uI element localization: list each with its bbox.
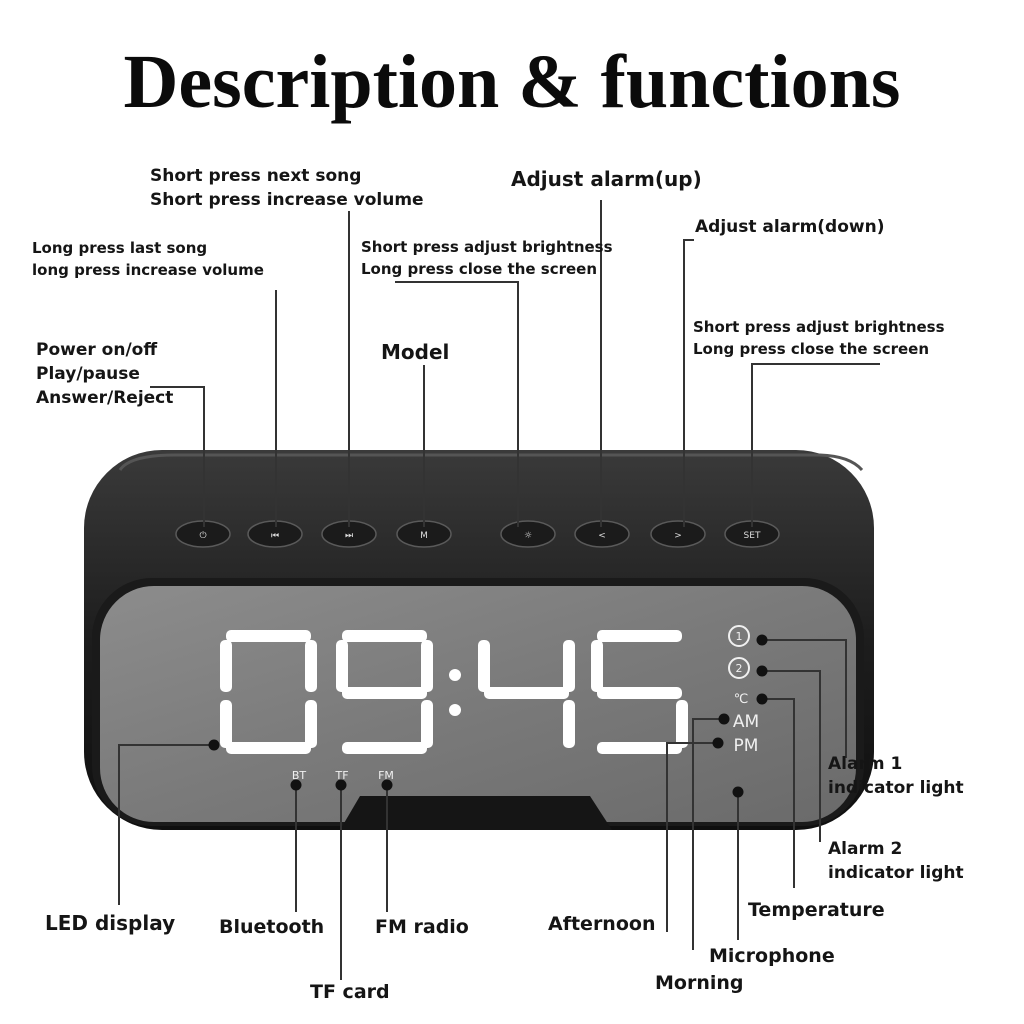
- digit-4: [478, 640, 575, 748]
- pm-indicator: PM: [734, 736, 759, 756]
- brightness-button[interactable]: ☼: [500, 520, 556, 548]
- leader-lines: [118, 200, 880, 980]
- fm-radio-label: FM radio: [375, 916, 469, 938]
- power-icon: ⏻: [199, 530, 206, 541]
- brightness-icon: ☼: [524, 531, 532, 541]
- next-song-label: Short press next song Short press increa…: [150, 166, 424, 210]
- prev-icon: ⏮: [271, 531, 279, 541]
- alarm-up-button[interactable]: <: [574, 520, 630, 548]
- chevron-right-icon: >: [674, 531, 682, 541]
- morning-label: Morning: [655, 972, 744, 994]
- temperature-label: Temperature: [748, 899, 885, 921]
- mode-label: M: [420, 531, 428, 541]
- afternoon-label: Afternoon: [548, 913, 656, 935]
- alarm2-icon: 2: [728, 657, 750, 679]
- leader-dots: [208, 634, 768, 798]
- tf-card-label: TF card: [310, 981, 390, 1003]
- brightness-right-label: Short press adjust brightness Long press…: [693, 318, 945, 358]
- microphone-label: Microphone: [709, 945, 835, 967]
- page-title: Description & functions: [123, 40, 901, 124]
- alarm-up-label: Adjust alarm(up): [511, 167, 702, 191]
- next-icon: ⏭: [345, 531, 353, 541]
- chevron-left-icon: <: [598, 531, 606, 541]
- power-label: Power on/off Play/pause Answer/Reject: [36, 340, 174, 408]
- svg-text:1: 1: [736, 630, 743, 643]
- alarm2-label: Alarm 2 indicator light: [828, 839, 964, 883]
- fm-indicator: FM: [378, 769, 394, 782]
- colon-bottom: [449, 704, 461, 716]
- tf-indicator: TF: [334, 769, 348, 782]
- colon-top: [449, 669, 461, 681]
- digit-9: [336, 630, 433, 754]
- alarm1-icon: 1: [728, 625, 750, 647]
- bt-indicator: BT: [292, 769, 307, 782]
- svg-text:2: 2: [736, 662, 743, 675]
- digit-0: [220, 630, 317, 754]
- top-buttons: ⏻ ⏮ ⏭ M ☼ < > SET: [175, 520, 780, 548]
- digit-5: [591, 630, 688, 754]
- bluetooth-label: Bluetooth: [219, 916, 325, 938]
- am-indicator: AM: [733, 712, 759, 732]
- clock-body: [84, 450, 874, 830]
- last-song-label: Long press last song long press increase…: [32, 239, 264, 279]
- led-time: [220, 630, 688, 754]
- celsius-indicator: ℃: [734, 692, 749, 707]
- alarm-down-label: Adjust alarm(down): [695, 217, 885, 237]
- model-label: Model: [381, 340, 450, 364]
- screen-indicators: BT TF FM 1 2 ℃ AM PM: [292, 625, 759, 782]
- alarm1-label: Alarm 1 indicator light: [828, 754, 964, 798]
- power-play-button[interactable]: ⏻: [175, 520, 231, 548]
- led-display-label: LED display: [45, 911, 176, 935]
- set-label: SET: [744, 531, 761, 541]
- alarm-down-button[interactable]: >: [650, 520, 706, 548]
- front-notch: [340, 796, 612, 830]
- brightness-left-label: Short press adjust brightness Long press…: [361, 238, 613, 278]
